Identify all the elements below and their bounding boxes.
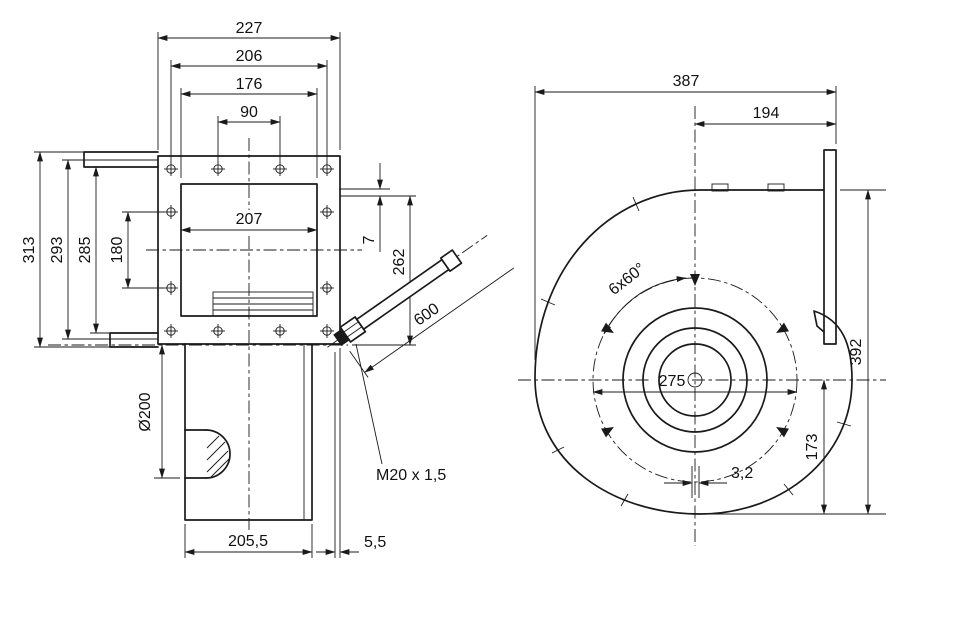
dimension-3-2: 3,2	[664, 465, 753, 498]
housing-clips	[540, 183, 852, 507]
scroll-housing-front	[534, 149, 853, 515]
dimension-90: 90	[217, 104, 281, 125]
thread-callout: M20 x 1,5	[355, 343, 446, 484]
dimension-313: 313	[21, 151, 43, 348]
dim-label-293: 293	[49, 237, 66, 264]
dim-label-7: 7	[361, 235, 378, 244]
dim-label-206: 206	[236, 48, 263, 65]
dim-label-90: 90	[240, 104, 258, 121]
inlet-grille	[212, 291, 314, 317]
dimension-7: 7	[361, 163, 383, 252]
dim-label-313: 313	[21, 237, 38, 264]
dim-label-176: 176	[236, 76, 263, 93]
dimension-207: 207	[180, 211, 318, 233]
dim-label-262: 262	[391, 249, 408, 276]
dim-label-dia200: Ø200	[137, 392, 154, 431]
dim-label-387: 387	[673, 73, 700, 90]
dimension-6x60: 6x60°	[603, 260, 687, 335]
dimension-194: 194	[694, 105, 837, 127]
inlet-flange	[83, 151, 341, 348]
dimension-176: 176	[180, 76, 318, 97]
scroll-housing-side	[184, 343, 313, 521]
left-view: 227 206 176 90 207 313 293 285	[21, 20, 514, 558]
dimension-dia200: Ø200	[137, 344, 165, 479]
dim-label-600: 600	[411, 300, 443, 329]
curl-hatching	[206, 435, 230, 478]
dimension-285: 285	[77, 166, 99, 334]
dim-label-173: 173	[804, 434, 821, 461]
dimension-387: 387	[534, 73, 837, 95]
dimension-293: 293	[49, 159, 71, 340]
dimension-262: 262	[391, 195, 413, 346]
extension-lines-left	[34, 32, 416, 558]
dimension-205-5: 205,5	[184, 533, 313, 555]
inlet-rings	[622, 307, 768, 453]
dim-label-285: 285	[77, 237, 94, 264]
dimension-173: 173	[804, 379, 827, 515]
dim-label-227: 227	[236, 20, 263, 37]
dim-label-275: 275	[659, 373, 686, 390]
dim-label-207: 207	[236, 211, 263, 228]
outlet-flange	[823, 149, 837, 345]
thread-label: M20 x 1,5	[376, 467, 446, 484]
extension-lines-right	[534, 86, 886, 515]
centerlines	[48, 138, 362, 530]
dim-label-194: 194	[753, 105, 780, 122]
dimension-180: 180	[109, 211, 131, 289]
dimension-275: 275	[592, 373, 798, 395]
dimension-227: 227	[157, 20, 341, 41]
dim-label-205-5: 205,5	[228, 533, 268, 550]
centerlines-right	[518, 106, 886, 546]
dimension-206: 206	[170, 48, 328, 69]
dim-label-5-5: 5,5	[364, 534, 386, 551]
dimension-392: 392	[848, 189, 871, 515]
dim-label-392: 392	[848, 339, 865, 366]
dim-label-3-2: 3,2	[731, 465, 753, 482]
dim-label-180: 180	[109, 237, 126, 264]
right-view: 387 194 392 173 275 6x60° 3,2	[518, 73, 886, 546]
dimension-5-5: 5,5	[316, 534, 386, 555]
